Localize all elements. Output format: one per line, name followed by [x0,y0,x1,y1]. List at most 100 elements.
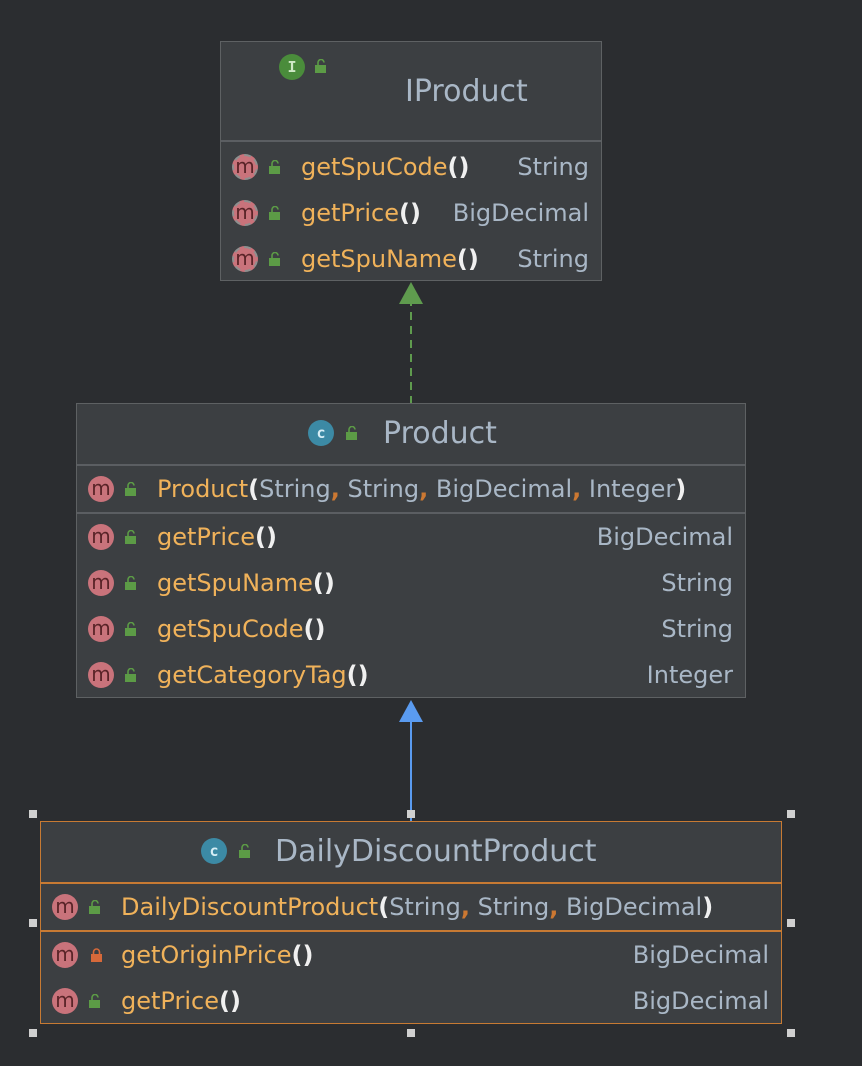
method-name: getPrice [157,523,255,551]
public-lock-icon [125,668,136,682]
constructor-row[interactable]: m DailyDiscountProduct(String, String, B… [41,884,781,930]
constructors-section: m DailyDiscountProduct(String, String, B… [41,884,781,932]
constructor-row[interactable]: m Product(String, String, BigDecimal, In… [77,466,745,512]
node-title: IProduct [405,74,528,109]
method-icon: m [88,662,114,688]
method-icon: m [52,988,78,1014]
public-lock-icon [125,530,136,544]
method-row[interactable]: m getOriginPrice() BigDecimal [41,932,781,978]
node-header: c Product [77,404,745,466]
interface-node-iproduct[interactable]: I IProduct m getSpuCode() String m getPr… [220,41,602,281]
resize-handle-bottom-center[interactable] [407,1029,415,1037]
resize-handle-top-right[interactable] [787,810,795,818]
public-lock-icon [125,622,136,636]
return-type: Integer [646,661,733,689]
method-parens: () [456,245,479,273]
resize-handle-bottom-left[interactable] [29,1029,37,1037]
public-lock-icon [269,252,280,266]
return-type: String [661,569,733,597]
class-node-product[interactable]: c Product m Product(String, String, BigD… [76,403,746,698]
method-icon: m [52,942,78,968]
method-name: getSpuName [157,569,313,597]
public-lock-icon [269,160,280,174]
method-name: getPrice [301,199,399,227]
param-type: BigDecimal [435,475,573,503]
methods-section: m getSpuCode() String m getPrice() BigDe… [221,142,601,282]
param-type: BigDecimal [565,893,703,921]
resize-handle-top-left[interactable] [29,810,37,818]
method-parens: () [398,199,421,227]
method-icon: m [52,894,78,920]
method-name: getOriginPrice [121,941,292,969]
node-header: I IProduct [221,42,601,142]
class-node-daily-discount-product[interactable]: c DailyDiscountProduct m DailyDiscountPr… [40,821,782,1024]
method-parens: () [291,941,314,969]
method-parens: () [346,661,369,689]
realization-edge-product-to-iproduct[interactable] [399,282,423,404]
method-row[interactable]: m getPrice() BigDecimal [41,978,781,1024]
return-type: BigDecimal [632,941,769,969]
inheritance-arrowhead-icon [399,700,423,722]
method-row[interactable]: m getSpuCode() String [77,606,745,652]
param-type: Integer [588,475,676,503]
method-parens: () [303,615,326,643]
resize-handle-bottom-right[interactable] [787,1029,795,1037]
return-type: BigDecimal [632,987,769,1015]
public-lock-icon [125,576,136,590]
constructors-section: m Product(String, String, BigDecimal, In… [77,466,745,514]
method-icon: m [88,524,114,550]
return-type: BigDecimal [596,523,733,551]
abstract-method-icon: m [232,200,258,226]
method-name: getSpuCode [301,153,448,181]
method-icon: m [88,476,114,502]
method-name: getPrice [121,987,219,1015]
method-row[interactable]: m getSpuName() String [221,236,601,282]
constructor-name: Product [157,475,249,503]
return-type: String [517,153,589,181]
realization-arrowhead-icon [399,282,423,304]
method-row[interactable]: m getSpuCode() String [221,144,601,190]
method-parens: () [254,523,277,551]
constructor-name: DailyDiscountProduct [121,893,379,921]
node-header: c DailyDiscountProduct [41,822,781,884]
method-name: getCategoryTag [157,661,347,689]
node-title: Product [383,416,497,451]
methods-section: m getPrice() BigDecimal m getSpuName() S… [77,514,745,698]
param-type: String [389,893,461,921]
method-icon: m [88,570,114,596]
inheritance-edge-daily-to-product[interactable] [399,700,423,822]
method-parens: () [218,987,241,1015]
abstract-method-icon: m [232,246,258,272]
public-lock-icon [269,206,280,220]
param-type: String [347,475,420,503]
public-lock-icon [125,482,136,496]
return-type: String [517,245,589,273]
return-type: String [661,615,733,643]
method-row[interactable]: m getSpuName() String [77,560,745,606]
public-lock-icon [89,994,100,1008]
interface-icon: I [279,54,305,80]
class-icon: c [201,838,227,864]
class-icon: c [308,420,334,446]
abstract-method-icon: m [232,154,258,180]
node-title: DailyDiscountProduct [275,834,597,869]
method-name: getSpuName [301,245,457,273]
param-type: String [259,475,331,503]
method-row[interactable]: m getCategoryTag() Integer [77,652,745,698]
method-row[interactable]: m getPrice() BigDecimal [221,190,601,236]
method-parens: () [312,569,335,597]
public-lock-icon [315,59,326,73]
public-lock-icon [89,900,100,914]
method-name: getSpuCode [157,615,304,643]
resize-handle-middle-left[interactable] [29,919,37,927]
method-row[interactable]: m getPrice() BigDecimal [77,514,745,560]
methods-section: m getOriginPrice() BigDecimal m getPrice… [41,932,781,1024]
resize-handle-top-center[interactable] [407,810,415,818]
param-type: String [477,893,550,921]
public-lock-icon [239,844,250,858]
resize-handle-middle-right[interactable] [787,919,795,927]
method-icon: m [88,616,114,642]
private-lock-icon [91,948,102,962]
